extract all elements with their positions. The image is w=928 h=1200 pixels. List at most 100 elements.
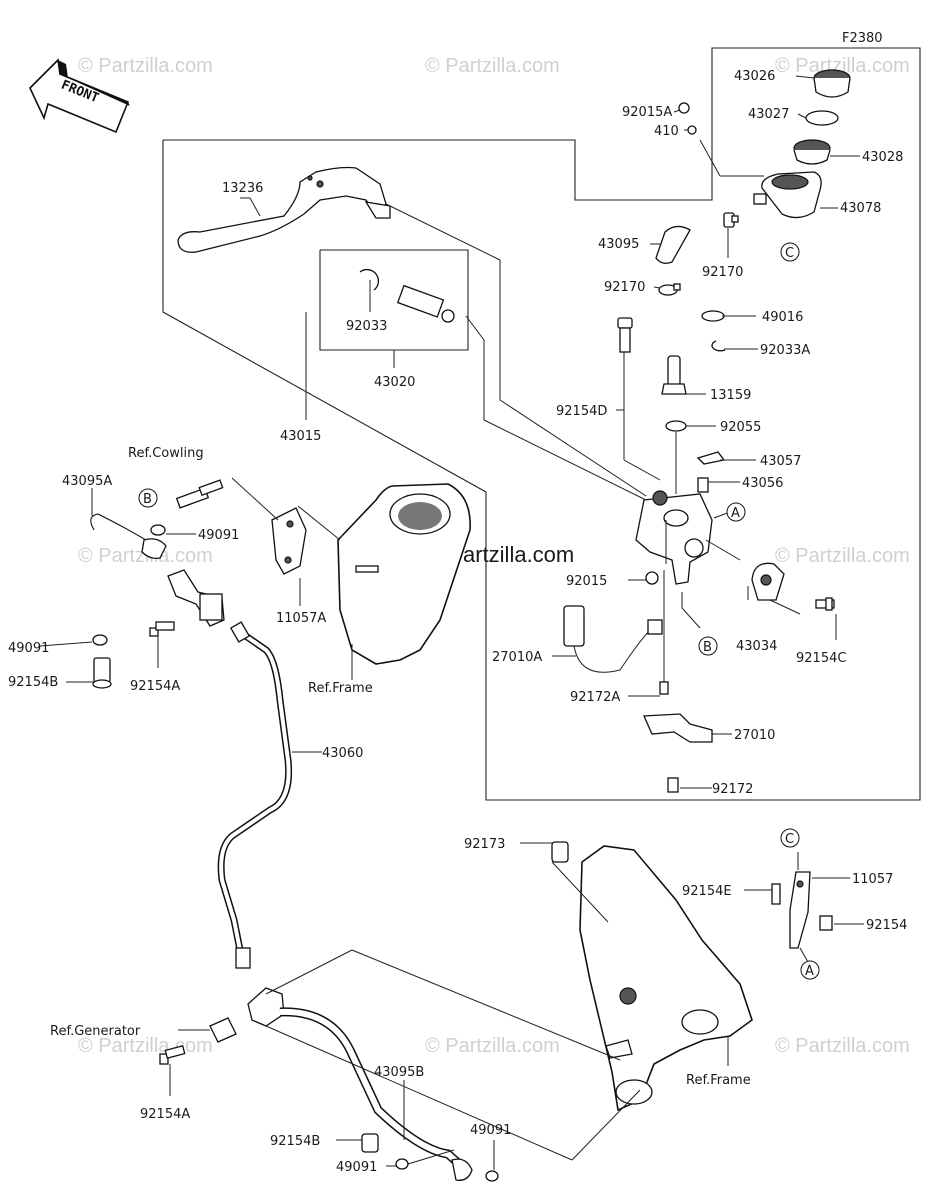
washer-49091-bottom-right (485, 1170, 499, 1182)
reservoir-tank (753, 171, 822, 219)
o-ring-92055 (665, 420, 687, 432)
part-label: 92033 (346, 319, 387, 334)
watermark-text: © Partzilla.com (78, 545, 213, 567)
guide-ref-generator (209, 1017, 237, 1043)
part-label: 92154C (796, 651, 846, 666)
part-label: 92154 (866, 918, 907, 933)
bracket-11057A (271, 507, 307, 575)
master-cylinder-body (635, 490, 713, 585)
clamp-43034 (751, 562, 785, 601)
part-label: 92154B (270, 1134, 320, 1149)
watermark-text: © Partzilla.com (775, 545, 910, 567)
frame-ref-lower (579, 845, 753, 1112)
switch-harness-27010A (563, 605, 663, 673)
callout-a-bracket: A (805, 964, 814, 979)
callout-c-bracket: C (785, 832, 794, 847)
reference-label: Ref.Frame (686, 1073, 751, 1088)
watermark-text: © Partzilla.com (425, 55, 560, 77)
clutch-pipe-43060 (217, 621, 293, 969)
part-label: 92154A (130, 679, 180, 694)
part-label: 92170 (604, 280, 645, 295)
part-label: 92172A (570, 690, 620, 705)
hose-clamp-small (723, 212, 739, 228)
part-label: 92173 (464, 837, 505, 852)
part-label: 49091 (8, 641, 49, 656)
diaphragm (793, 139, 831, 165)
part-label: 11057 (852, 872, 893, 887)
clutch-lever-13236 (177, 166, 391, 253)
screw-92172A (659, 570, 669, 695)
part-label: 43027 (748, 107, 789, 122)
boot-49016 (701, 310, 725, 322)
part-label: 49091 (336, 1160, 377, 1175)
figure-code: F2380 (842, 31, 883, 46)
nut-92015A (678, 102, 690, 114)
bolt-92154D (617, 317, 633, 353)
part-label: 13159 (710, 388, 751, 403)
assembly-outline-box (162, 47, 921, 801)
watermark-text: © Partzilla.com (78, 55, 213, 77)
part-label: 92015A (622, 105, 672, 120)
part-label: 43034 (736, 639, 777, 654)
part-label: 43095B (374, 1065, 424, 1080)
diaphragm-plate (805, 110, 839, 126)
part-label: 43026 (734, 69, 775, 84)
piston-kit-box (319, 249, 469, 351)
part-label: 92154E (682, 884, 732, 899)
part-label: 92154D (556, 404, 607, 419)
part-label: 92055 (720, 420, 761, 435)
callout-circles: C A B B C A (138, 242, 820, 980)
bolt-92154B-top (92, 657, 112, 689)
clutch-switch-27010 (643, 713, 713, 743)
part-label: 43078 (840, 201, 881, 216)
part-label: 92033A (760, 343, 810, 358)
piston-kit-43020 (359, 268, 455, 323)
washer-49091-top (150, 524, 166, 536)
part-labels: 43026 43027 43028 43078 92015A 410 13236… (8, 69, 907, 1175)
part-label: 49091 (198, 528, 239, 543)
callout-b-cylinder: B (703, 640, 712, 655)
union-block (167, 569, 225, 627)
bolt-92154A-top (149, 621, 175, 637)
part-label: 13236 (222, 181, 263, 196)
part-label: 11057A (276, 611, 326, 626)
circlip-92033A (711, 340, 726, 352)
leader-lines (39, 75, 864, 1170)
hose-43095A (90, 513, 167, 560)
bolt-92154 (819, 915, 833, 931)
hose-43095B (279, 1007, 473, 1181)
part-label: 43060 (322, 746, 363, 761)
bleeder-43056 (697, 477, 709, 493)
bolt-92154C (815, 597, 835, 611)
push-rod-13159 (661, 355, 687, 395)
bolt-cowling (175, 479, 224, 509)
callout-c-reservoir: C (785, 246, 794, 261)
part-label: 43056 (742, 476, 783, 491)
hose-clamp (658, 283, 681, 296)
part-label: 43015 (280, 429, 321, 444)
reference-label: Ref.Frame (308, 681, 373, 696)
reservoir-cap (813, 69, 851, 98)
reference-label: Ref.Cowling (128, 446, 204, 461)
part-label: 43020 (374, 375, 415, 390)
part-label: 27010 (734, 728, 775, 743)
connector-92173 (551, 841, 569, 863)
bolt-92154A-bottom (159, 1045, 186, 1065)
part-label: 49091 (470, 1123, 511, 1138)
part-label: 43095 (598, 237, 639, 252)
part-label: 27010A (492, 650, 542, 665)
part-label: 43095A (62, 474, 112, 489)
part-label: 410 (654, 124, 679, 139)
part-label: 49016 (762, 310, 803, 325)
bolt-92154E (771, 883, 781, 905)
cowling-frame-ref (337, 483, 471, 665)
washer-410 (687, 125, 697, 135)
part-label: 92170 (702, 265, 743, 280)
part-label: 43057 (760, 454, 801, 469)
part-label: 43028 (862, 150, 903, 165)
watermark-text: © Partzilla.com (775, 1035, 910, 1057)
washer-49091-bottom-left (395, 1158, 409, 1170)
nut-92015 (645, 571, 659, 585)
callout-b-hose: B (143, 492, 152, 507)
